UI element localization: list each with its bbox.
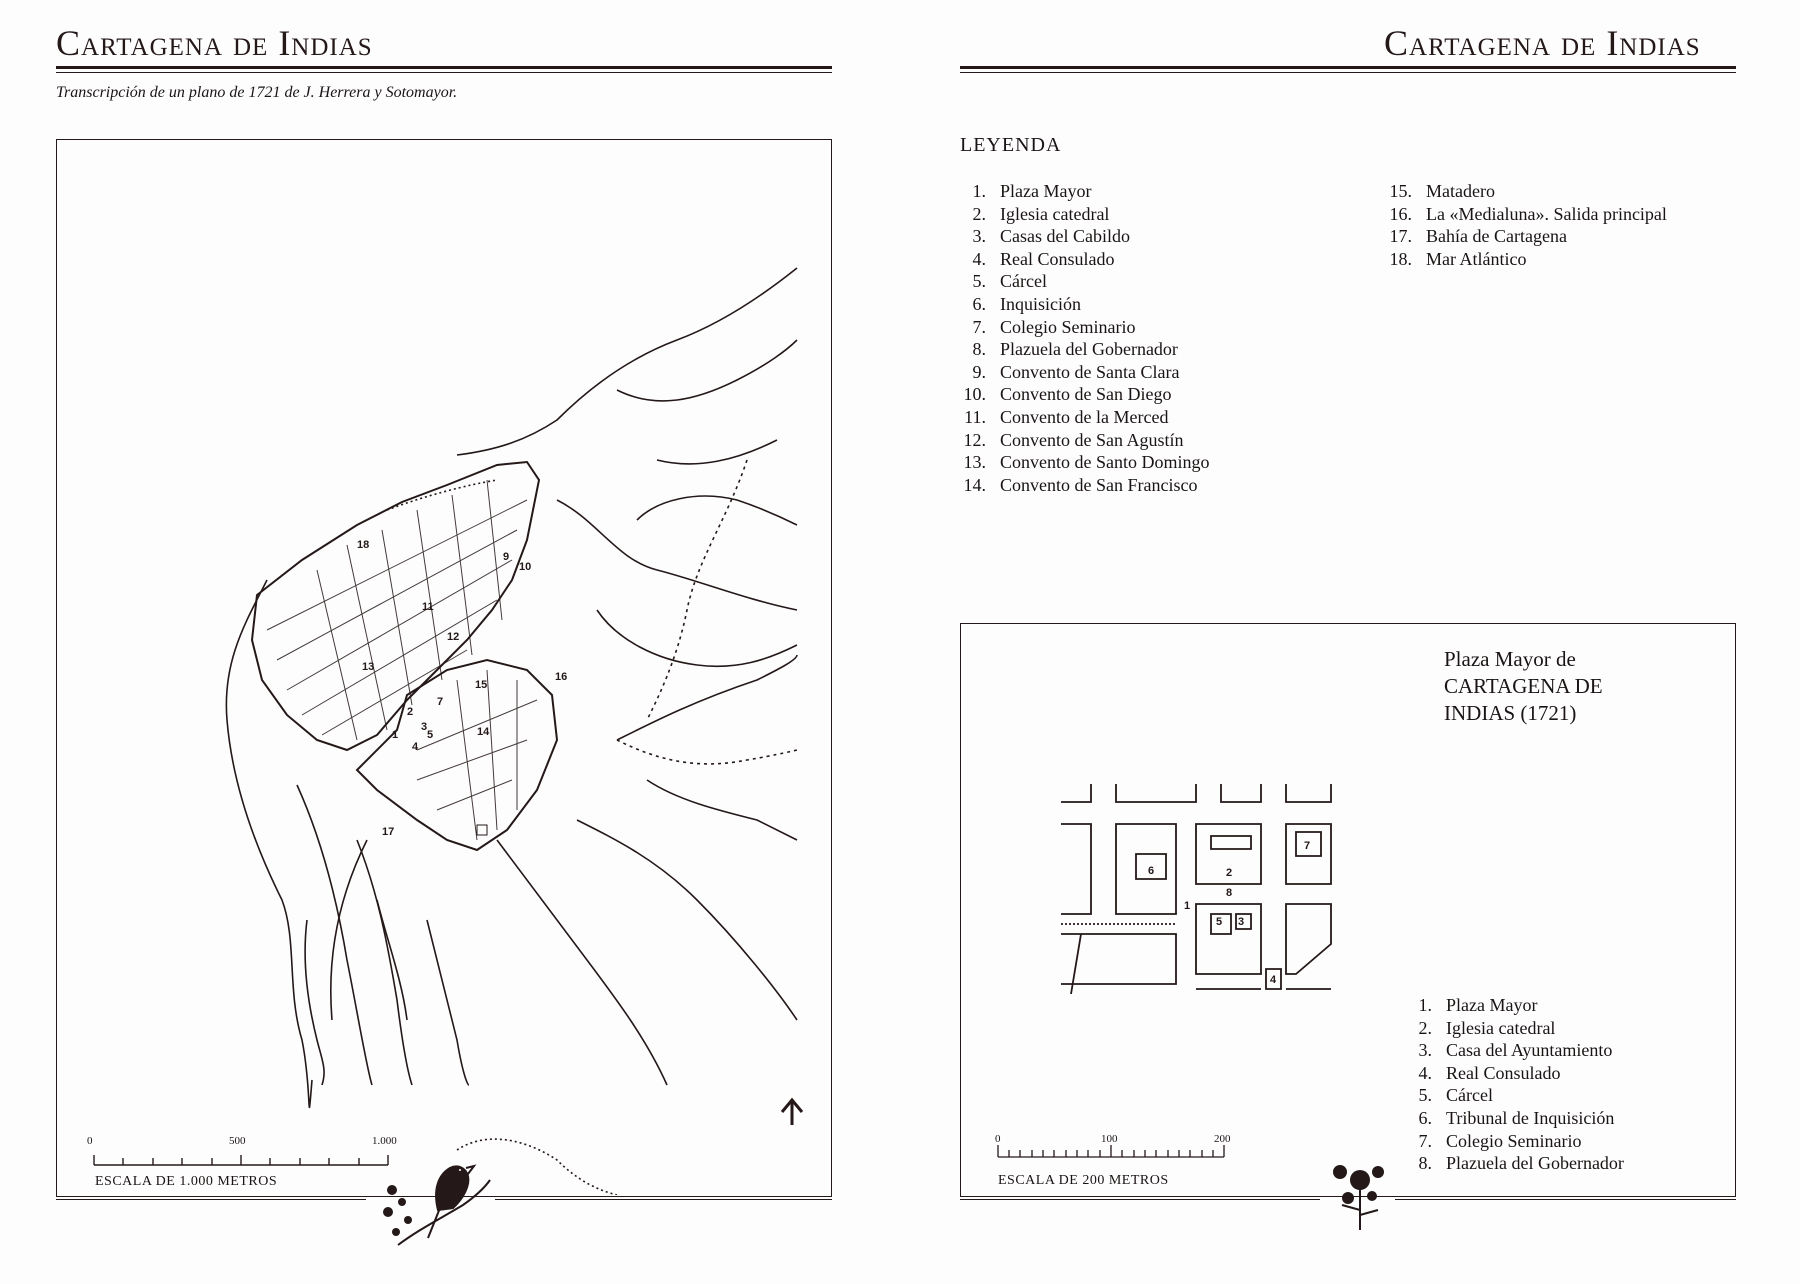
inset-label-4: 4 xyxy=(1270,974,1277,986)
legend-item: 17.Bahía de Cartagena xyxy=(1389,226,1567,247)
left-footer-rule-2 xyxy=(495,1199,832,1200)
map-label-5: 5 xyxy=(427,729,433,741)
legend-item: 11.Convento de la Merced xyxy=(964,406,1169,427)
scale-bar-1000 xyxy=(93,1155,389,1166)
map-label-3: 3 xyxy=(421,721,427,733)
legend-column-2: 15.Matadero 16.La «Medialuna». Salida pr… xyxy=(1376,180,1667,270)
inset-legend-item: 6.Tribunal de Inquisición xyxy=(1418,1107,1615,1128)
inset-label-7: 7 xyxy=(1304,840,1310,852)
flower-ornament-icon xyxy=(1333,1165,1384,1230)
getsemani-outline xyxy=(355,658,559,852)
map-label-17: 17 xyxy=(382,826,394,838)
right-footer-rule-2 xyxy=(1395,1199,1736,1200)
legend-column-1: 1.Plaza Mayor 2.Iglesia catedral 3.Casas… xyxy=(950,180,1210,496)
legend-item: 14.Convento de San Francisco xyxy=(963,474,1198,495)
scale-tick-1000: 1.000 xyxy=(372,1135,397,1147)
north-arrow-icon xyxy=(780,1097,804,1125)
inset-legend-item: 1.Plaza Mayor xyxy=(1418,995,1538,1015)
legend-item: 2.Iglesia catedral xyxy=(972,203,1110,224)
inset-legend-item: 3.Casa del Ayuntamiento xyxy=(1418,1040,1613,1061)
city-map: 18 1 2 3 4 5 7 9 10 11 12 13 14 15 16 17 xyxy=(93,267,804,1195)
legend-item: 18.Mar Atlántico xyxy=(1389,248,1527,269)
scale-tick-0: 0 xyxy=(87,1135,93,1147)
right-page-title: Cartagena de Indias xyxy=(1384,23,1701,63)
map-label-11: 11 xyxy=(422,601,434,613)
legend-item: 12.Convento de San Agustín xyxy=(963,429,1184,450)
legend-item: 8.Plazuela del Gobernador xyxy=(972,339,1178,360)
left-page-title: Cartagena de Indias xyxy=(56,23,373,63)
inset-legend-item: 4.Real Consulado xyxy=(1418,1062,1561,1083)
legend-item: 9.Convento de Santa Clara xyxy=(972,361,1180,382)
map-label-10: 10 xyxy=(519,561,531,573)
legend-item: 4.Real Consulado xyxy=(972,248,1115,269)
legend-item: 13.Convento de Santo Domingo xyxy=(963,452,1210,473)
walled-city-outline xyxy=(250,460,541,752)
inset-label-1: 1 xyxy=(1184,900,1190,912)
map-subtitle: Transcripción de un plano de 1721 de J. … xyxy=(56,84,458,101)
map-label-14: 14 xyxy=(477,726,490,738)
inset-legend-item: 5.Cárcel xyxy=(1418,1085,1493,1106)
inset-title-line2: CARTAGENA DE xyxy=(1444,674,1603,698)
legend-item: 5.Cárcel xyxy=(972,271,1047,292)
bird-ornament-icon xyxy=(383,1164,491,1246)
map-label-15: 15 xyxy=(475,679,487,691)
map-label-2: 2 xyxy=(407,706,413,718)
legend-item: 16.La «Medialuna». Salida principal xyxy=(1389,203,1667,224)
inset-title-line1: Plaza Mayor de xyxy=(1444,647,1576,671)
shoreline-path xyxy=(225,579,313,1109)
right-header-rule-thin xyxy=(960,72,1736,73)
left-header-rule-thin xyxy=(56,72,832,73)
scale-tick-500: 500 xyxy=(229,1135,246,1147)
scale-bar-200 xyxy=(997,1145,1225,1158)
inset-title: Plaza Mayor de CARTAGENA DE INDIAS (1721… xyxy=(1444,646,1664,727)
inset-scale-label: ESCALA DE 200 METROS xyxy=(998,1173,1169,1188)
inset-label-8: 8 xyxy=(1226,887,1232,899)
legend-item: 10.Convento de San Diego xyxy=(963,384,1172,405)
city-map-frame: 18 1 2 3 4 5 7 9 10 11 12 13 14 15 16 17 xyxy=(56,139,832,1197)
scale-label: ESCALA DE 1.000 METROS xyxy=(95,1174,278,1189)
map-label-9: 9 xyxy=(503,551,509,563)
map-label-16: 16 xyxy=(555,671,567,683)
map-label-18: 18 xyxy=(357,539,369,551)
inset-label-6: 6 xyxy=(1148,865,1154,877)
inset-map-frame: Plaza Mayor de CARTAGENA DE INDIAS (1721… xyxy=(960,623,1736,1197)
marker-box xyxy=(476,824,488,836)
inset-legend-item: 7.Colegio Seminario xyxy=(1418,1130,1582,1151)
inset-legend: 1.Plaza Mayor 2.Iglesia catedral 3.Casa … xyxy=(1396,994,1624,1175)
inset-label-2: 2 xyxy=(1226,867,1232,879)
coastline-path xyxy=(456,267,798,456)
map-number-labels: 18 1 2 3 4 5 7 9 10 11 12 13 14 15 16 17 xyxy=(357,539,567,838)
right-header-rule xyxy=(960,66,1736,69)
inset-scale-tick-100: 100 xyxy=(1101,1133,1118,1145)
inset-legend-item: 2.Iglesia catedral xyxy=(1418,1017,1556,1038)
legend-item: 3.Casas del Cabildo xyxy=(972,226,1130,247)
map-label-13: 13 xyxy=(362,661,374,673)
legend-item: 1.Plaza Mayor xyxy=(972,181,1092,201)
map-label-12: 12 xyxy=(447,631,459,643)
legend-item: 15.Matadero xyxy=(1389,181,1495,201)
inset-legend-item: 8.Plazuela del Gobernador xyxy=(1418,1153,1624,1174)
inset-title-line3: INDIAS (1721) xyxy=(1444,701,1577,725)
left-footer-rule xyxy=(56,1199,366,1200)
inset-scale-tick-200: 200 xyxy=(1214,1133,1231,1145)
inset-label-3: 3 xyxy=(1238,916,1244,928)
inset-scale-tick-0: 0 xyxy=(995,1133,1001,1145)
legend-item: 6.Inquisición xyxy=(972,293,1082,314)
legend-heading: LEYENDA xyxy=(960,134,1062,156)
map-label-7: 7 xyxy=(437,696,443,708)
map-label-4: 4 xyxy=(412,741,419,753)
left-header-rule xyxy=(56,66,832,69)
plaza-inset-map: 1 2 3 4 5 6 7 8 xyxy=(1061,784,1332,994)
map-label-1: 1 xyxy=(392,729,398,741)
right-footer-rule xyxy=(960,1199,1320,1200)
inset-label-5: 5 xyxy=(1216,916,1222,928)
legend-item: 7.Colegio Seminario xyxy=(972,316,1136,337)
